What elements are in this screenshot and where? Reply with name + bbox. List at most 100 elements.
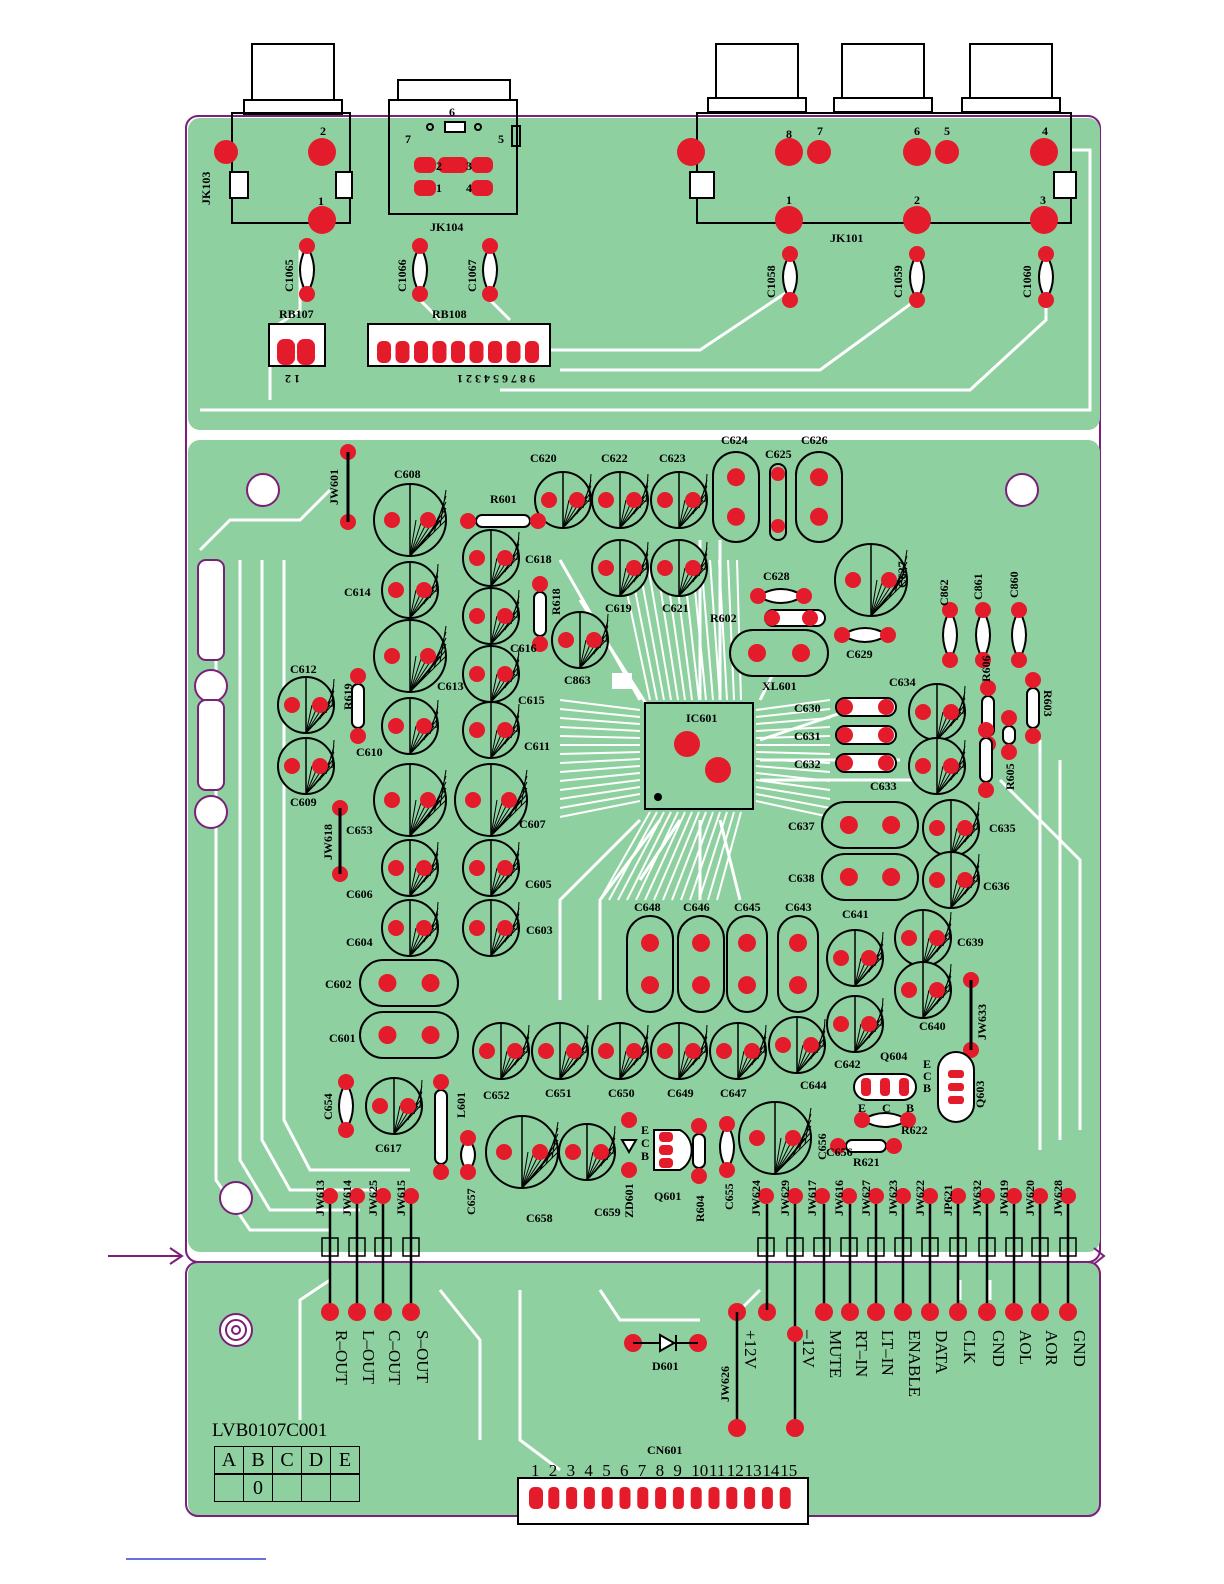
label: C1059 bbox=[891, 265, 905, 298]
label: RB107 bbox=[279, 307, 314, 321]
solder-pad bbox=[761, 1487, 773, 1509]
hatch bbox=[942, 969, 952, 999]
trace bbox=[559, 726, 641, 732]
solder-pad bbox=[525, 341, 539, 363]
solder-pad bbox=[659, 1145, 673, 1155]
hatch bbox=[704, 1024, 708, 1054]
label: C1060 bbox=[1020, 265, 1034, 298]
hatch bbox=[880, 997, 884, 1027]
trace bbox=[626, 811, 672, 901]
hatch bbox=[409, 655, 417, 693]
hatch bbox=[521, 1151, 553, 1189]
hatch bbox=[588, 473, 592, 503]
label: IC601 bbox=[686, 711, 717, 725]
solder-pad bbox=[414, 180, 436, 196]
solder-pad bbox=[685, 1043, 701, 1059]
label: C646 bbox=[683, 900, 710, 914]
solder-pad bbox=[868, 1188, 884, 1204]
solder-pad bbox=[277, 339, 295, 365]
solder-pad bbox=[726, 1487, 738, 1509]
trace bbox=[559, 765, 641, 773]
label: 9 8 7 6 5 4 3 2 1 bbox=[457, 372, 535, 386]
zener-diode bbox=[620, 1139, 638, 1154]
label: R622 bbox=[901, 1123, 928, 1137]
hatch bbox=[585, 1024, 589, 1054]
label: C649 bbox=[667, 1086, 694, 1100]
hatch bbox=[510, 653, 520, 683]
diode bbox=[659, 1333, 677, 1353]
hatch bbox=[510, 595, 520, 625]
trace bbox=[662, 811, 700, 901]
trace bbox=[617, 811, 665, 901]
jack-housings bbox=[243, 43, 1061, 115]
resistor bbox=[692, 1133, 706, 1169]
trace bbox=[559, 699, 641, 711]
crystal bbox=[729, 629, 829, 677]
solder-pad bbox=[837, 699, 853, 715]
hatch bbox=[948, 963, 952, 993]
label: C632 bbox=[794, 757, 821, 771]
revision-header-cell: B bbox=[243, 1446, 273, 1474]
solder-pad bbox=[861, 1078, 871, 1096]
label: 6 bbox=[914, 124, 920, 138]
trace bbox=[755, 772, 831, 782]
label: B bbox=[923, 1081, 931, 1095]
solder-pad bbox=[980, 680, 996, 696]
hatch bbox=[490, 927, 498, 957]
revision-header-cell: D bbox=[301, 1446, 331, 1474]
label: C647 bbox=[720, 1086, 747, 1100]
hatch bbox=[582, 479, 592, 509]
label: 3 bbox=[466, 159, 472, 173]
solder-pad bbox=[975, 652, 991, 668]
label: 8 bbox=[786, 127, 792, 141]
hatch bbox=[639, 547, 649, 577]
label: C618 bbox=[525, 552, 552, 566]
label: JW614 bbox=[340, 1180, 354, 1216]
solder-pad bbox=[420, 792, 436, 808]
label: C863 bbox=[564, 673, 591, 687]
label: AOL bbox=[1016, 1330, 1035, 1365]
solder-pad bbox=[792, 644, 810, 662]
solder-pad bbox=[377, 341, 391, 363]
hatch bbox=[409, 799, 423, 837]
trace bbox=[755, 793, 831, 809]
solder-pad bbox=[899, 1078, 909, 1096]
hatch bbox=[439, 625, 447, 663]
solder-pad bbox=[626, 560, 642, 576]
trace bbox=[644, 811, 686, 901]
label: C1066 bbox=[395, 259, 409, 292]
hatch bbox=[962, 685, 966, 715]
solder-pad bbox=[412, 238, 428, 254]
hatch bbox=[639, 479, 649, 509]
solder-pad bbox=[807, 140, 831, 164]
hatch bbox=[854, 957, 862, 987]
hatch bbox=[796, 1044, 804, 1074]
label: C638 bbox=[788, 871, 815, 885]
label: JW619 bbox=[997, 1180, 1011, 1216]
revision-value-cell bbox=[301, 1474, 331, 1502]
hatch bbox=[521, 1151, 535, 1189]
solder-pad bbox=[878, 755, 894, 771]
label: 2 bbox=[436, 159, 442, 173]
label: C621 bbox=[662, 601, 689, 615]
solder-pad bbox=[750, 588, 766, 604]
label: C656 bbox=[826, 1145, 853, 1159]
trace bbox=[559, 786, 641, 800]
film-capacitor bbox=[777, 915, 819, 1013]
label: 1 bbox=[436, 181, 442, 195]
label: C634 bbox=[889, 675, 916, 689]
label: C643 bbox=[785, 900, 812, 914]
revision-header-cell: A bbox=[214, 1446, 244, 1474]
label: R602 bbox=[710, 611, 737, 625]
hatch bbox=[605, 613, 609, 643]
solder-pad bbox=[350, 728, 366, 744]
solder-pad bbox=[861, 950, 877, 966]
label: RT–IN bbox=[852, 1330, 871, 1377]
solder-pad bbox=[841, 1303, 859, 1321]
label: C619 bbox=[605, 601, 632, 615]
solder-pad bbox=[894, 1303, 912, 1321]
solder-pad bbox=[530, 513, 546, 529]
label: JW633 bbox=[975, 1004, 989, 1040]
solder-pad bbox=[659, 1158, 673, 1168]
hatch bbox=[490, 799, 498, 837]
